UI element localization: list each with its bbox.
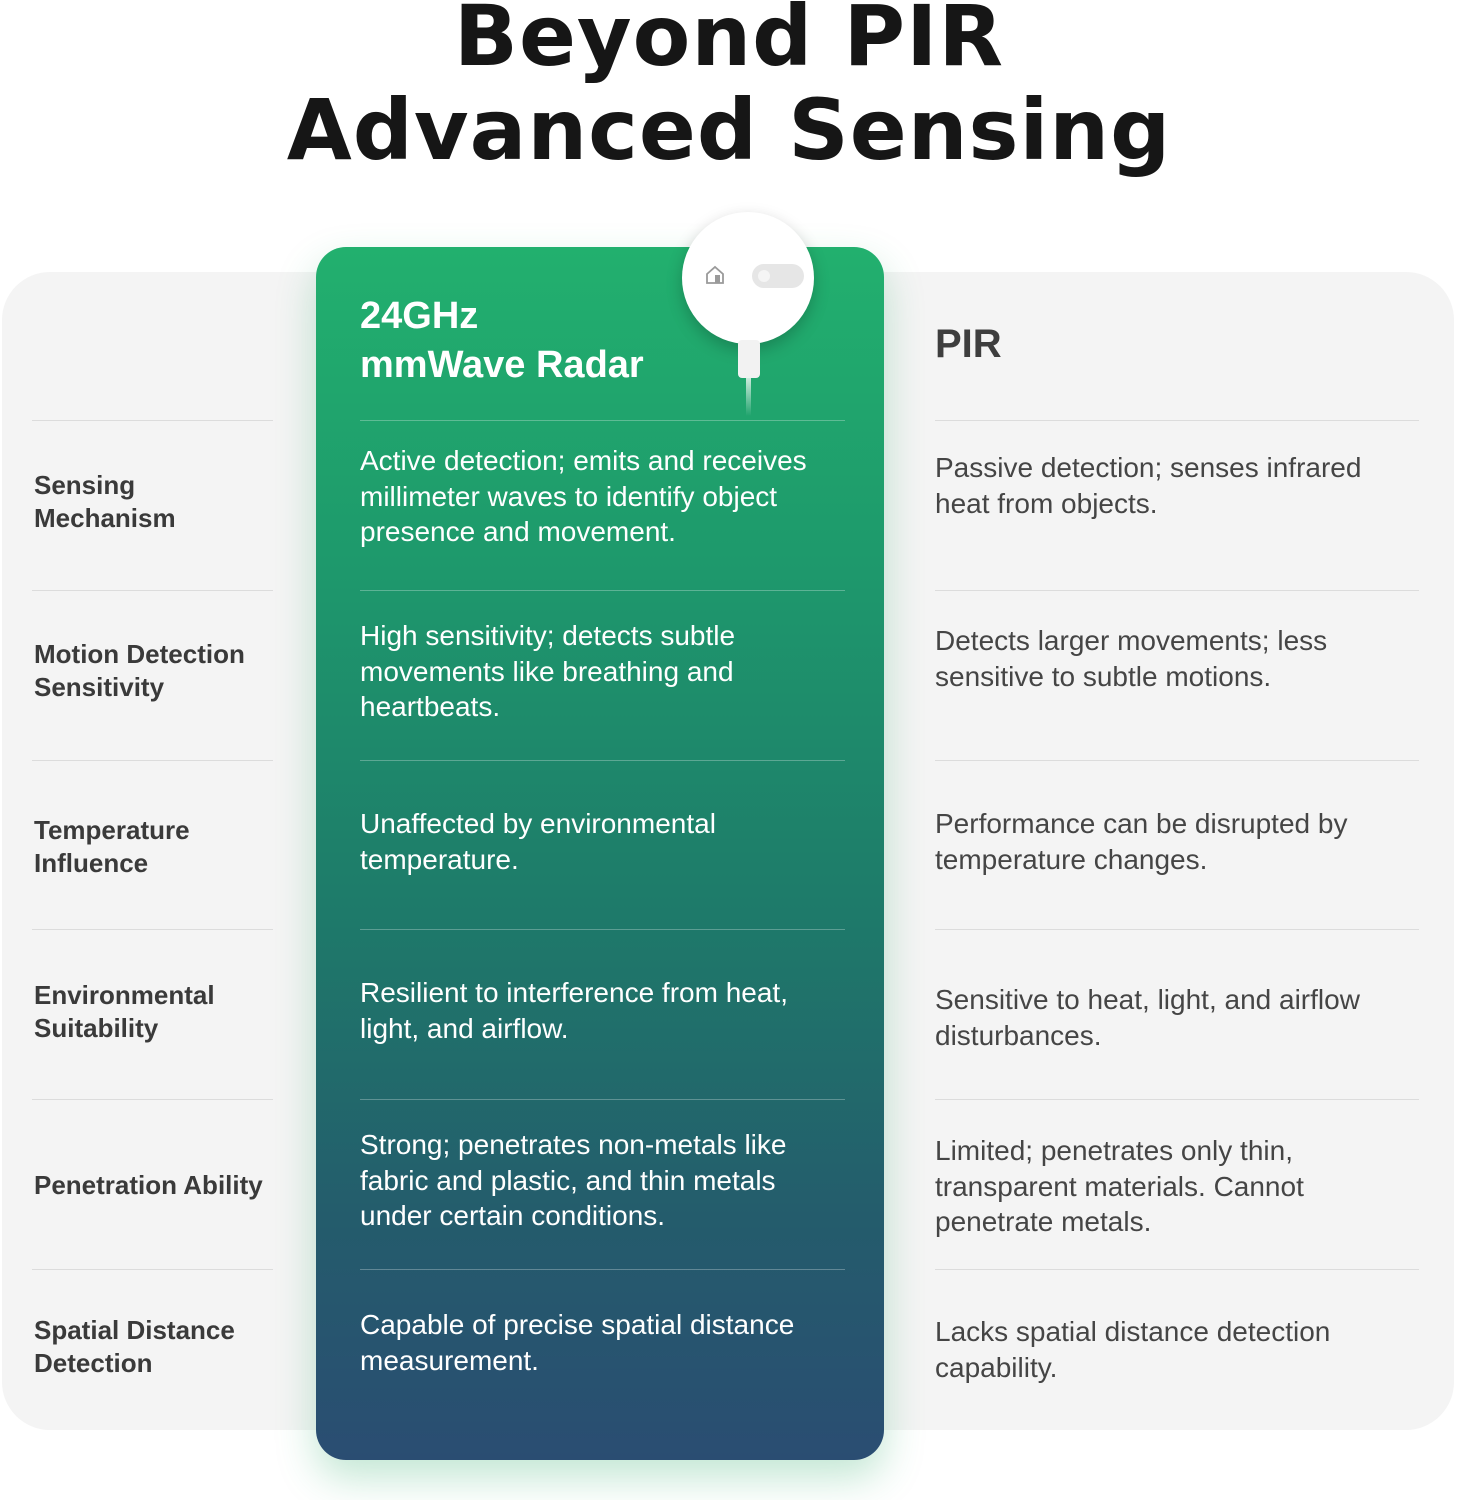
row-label-spatial-distance: Spatial Distance Detection bbox=[34, 1314, 284, 1380]
divider bbox=[935, 420, 1419, 421]
label-line: Environmental bbox=[34, 980, 215, 1010]
pir-cell-spatial-distance: Lacks spatial distance detection capabil… bbox=[935, 1314, 1415, 1385]
label-line: Spatial Distance bbox=[34, 1315, 235, 1345]
cell-line: Active detection; emits and receives bbox=[360, 445, 807, 476]
cell-line: heat from objects. bbox=[935, 487, 1158, 519]
divider bbox=[32, 420, 273, 421]
cell-line: disturbances. bbox=[935, 1019, 1102, 1051]
divider bbox=[360, 1269, 845, 1270]
cell-line: penetrate metals. bbox=[935, 1206, 1152, 1237]
divider bbox=[32, 1269, 273, 1270]
divider bbox=[935, 1269, 1419, 1270]
row-label-motion-detection: Motion Detection Sensitivity bbox=[34, 638, 284, 704]
cell-line: heartbeats. bbox=[360, 691, 501, 722]
pir-cell-motion-detection: Detects larger movements; less sensitive… bbox=[935, 623, 1415, 694]
headline-line-2: Advanced Sensing bbox=[286, 81, 1172, 179]
cell-line: Detects larger movements; less bbox=[935, 625, 1328, 656]
cell-line: Lacks spatial distance detection bbox=[935, 1316, 1331, 1347]
radar-title-line-1: 24GHz bbox=[360, 295, 479, 337]
divider bbox=[360, 590, 845, 591]
label-line: Suitability bbox=[34, 1013, 159, 1043]
radar-cell-temperature-influence: Unaffected by environmental temperature. bbox=[360, 806, 850, 877]
label-line: Mechanism bbox=[34, 503, 176, 533]
cell-line: fabric and plastic, and thin metals bbox=[360, 1164, 776, 1196]
radar-column-title: 24GHz mmWave Radar bbox=[360, 292, 690, 390]
divider bbox=[32, 929, 273, 930]
row-label-environmental-suitability: Environmental Suitability bbox=[34, 979, 284, 1045]
divider bbox=[935, 929, 1419, 930]
usb-cable bbox=[746, 376, 751, 416]
row-label-temperature-influence: Temperature Influence bbox=[34, 814, 284, 880]
pir-cell-sensing-mechanism: Passive detection; senses infrared heat … bbox=[935, 450, 1415, 521]
sensor-device-image bbox=[682, 212, 814, 344]
label-line: Detection bbox=[34, 1348, 153, 1378]
cell-line: capability. bbox=[935, 1351, 1058, 1383]
label-line: Penetration Ability bbox=[34, 1170, 263, 1200]
label-line: Sensitivity bbox=[34, 672, 165, 702]
cell-line: Limited; penetrates only thin, bbox=[935, 1135, 1293, 1166]
divider bbox=[32, 760, 273, 761]
divider bbox=[935, 760, 1419, 761]
cell-line: Performance can be disrupted by bbox=[935, 808, 1348, 839]
divider bbox=[935, 590, 1419, 591]
radar-cell-spatial-distance: Capable of precise spatial distance meas… bbox=[360, 1307, 850, 1378]
cell-line: Unaffected by environmental bbox=[360, 808, 716, 839]
divider bbox=[360, 1099, 845, 1100]
radar-cell-environmental-suitability: Resilient to interference from heat, lig… bbox=[360, 975, 850, 1046]
pir-cell-penetration-ability: Limited; penetrates only thin, transpare… bbox=[935, 1133, 1415, 1240]
cell-line: High sensitivity; detects subtle bbox=[360, 620, 736, 651]
row-label-penetration-ability: Penetration Ability bbox=[34, 1169, 284, 1202]
divider bbox=[360, 760, 845, 761]
label-line: Motion Detection bbox=[34, 639, 245, 669]
cell-line: Sensitive to heat, light, and airflow bbox=[935, 984, 1360, 1015]
cell-line: Resilient to interference from heat, bbox=[360, 977, 788, 1008]
sensor-window bbox=[752, 264, 804, 288]
usb-cable-plug bbox=[738, 340, 760, 378]
cell-line: presence and movement. bbox=[360, 516, 676, 547]
cell-line: Strong; penetrates non-metals like bbox=[360, 1129, 787, 1160]
cell-line: Passive detection; senses infrared bbox=[935, 452, 1362, 483]
cell-line: transparent materials. Cannot bbox=[935, 1170, 1304, 1202]
divider bbox=[360, 929, 845, 930]
divider bbox=[360, 420, 845, 421]
label-line: Influence bbox=[34, 848, 149, 878]
pir-cell-temperature-influence: Performance can be disrupted by temperat… bbox=[935, 806, 1415, 877]
cell-line: Capable of precise spatial distance bbox=[360, 1309, 795, 1340]
home-icon bbox=[706, 265, 724, 284]
radar-cell-penetration-ability: Strong; penetrates non-metals like fabri… bbox=[360, 1127, 850, 1234]
cell-line: measurement. bbox=[360, 1344, 539, 1376]
headline-line-1: Beyond PIR bbox=[453, 0, 1005, 85]
divider bbox=[32, 590, 273, 591]
cell-line: movements like breathing and bbox=[360, 655, 734, 687]
cell-line: millimeter waves to identify object bbox=[360, 480, 778, 512]
label-line: Temperature bbox=[34, 815, 190, 845]
cell-line: temperature. bbox=[360, 843, 519, 875]
radar-cell-sensing-mechanism: Active detection; emits and receives mil… bbox=[360, 443, 850, 550]
cell-line: temperature changes. bbox=[935, 843, 1208, 875]
radar-card bbox=[316, 247, 884, 1460]
radar-title-line-2: mmWave Radar bbox=[360, 344, 644, 386]
radar-cell-motion-detection: High sensitivity; detects subtle movemen… bbox=[360, 618, 850, 725]
pir-column-title: PIR bbox=[935, 322, 1002, 366]
cell-line: under certain conditions. bbox=[360, 1200, 666, 1231]
divider bbox=[935, 1099, 1419, 1100]
label-line: Sensing bbox=[34, 470, 136, 500]
pir-cell-environmental-suitability: Sensitive to heat, light, and airflow di… bbox=[935, 982, 1415, 1053]
divider bbox=[32, 1099, 273, 1100]
cell-line: sensitive to subtle motions. bbox=[935, 660, 1272, 692]
cell-line: light, and airflow. bbox=[360, 1012, 569, 1044]
row-label-sensing-mechanism: Sensing Mechanism bbox=[34, 469, 284, 535]
